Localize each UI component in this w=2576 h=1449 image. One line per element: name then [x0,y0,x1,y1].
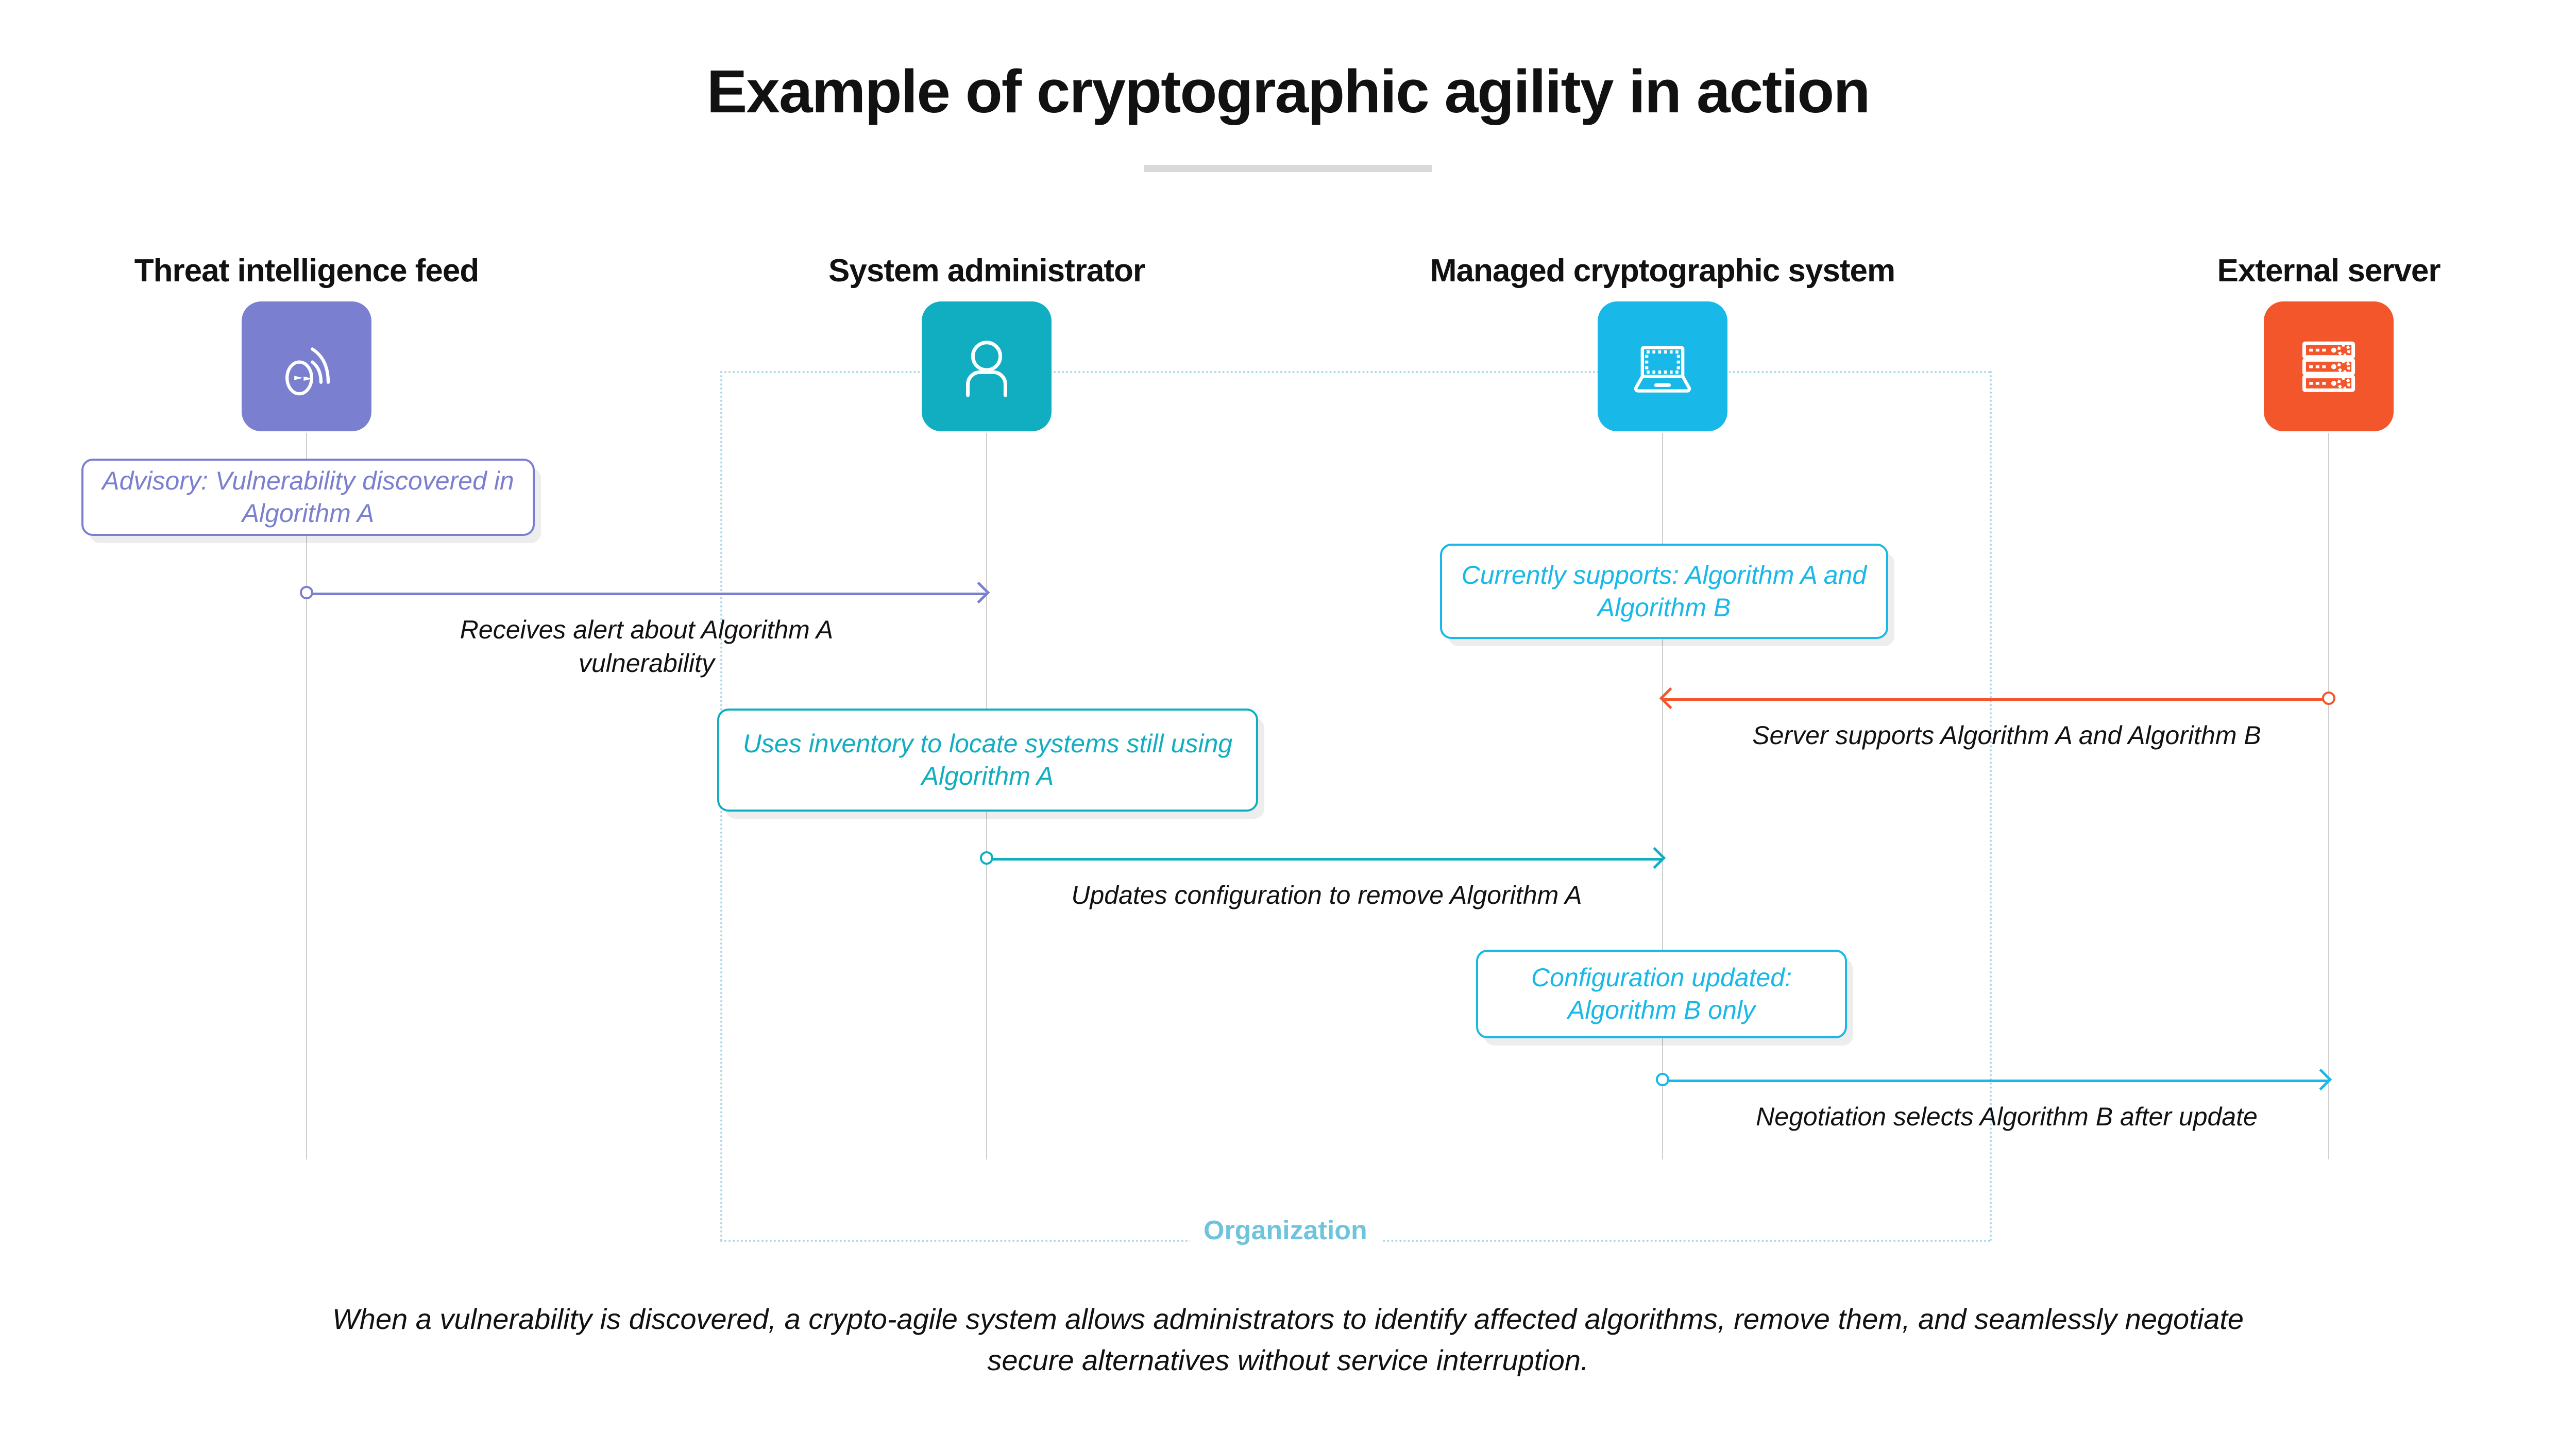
message-label-negotiation-selects: Negotiation selects Algorithm B after up… [1756,1102,2258,1131]
user-icon [922,301,1052,431]
figure-caption: When a vulnerability is discovered, a cr… [332,1303,2244,1376]
note-currently-supports: Currently supports: Algorithm A and Algo… [1440,544,1888,639]
message-label-server-supports: Server supports Algorithm A and Algorith… [1752,721,2261,750]
note-uses-inventory: Uses inventory to locate systems still u… [717,709,1258,812]
message-origin-dot [300,586,313,599]
lane-header-system-administrator: System administrator [828,253,1145,289]
organization-label: Organization [1190,1215,1381,1246]
lifeline-managed-cryptographic-system [1662,433,1663,1159]
page-title: Example of cryptographic agility in acti… [706,58,1871,126]
threat-radar-icon [242,301,371,431]
message-origin-dot [2322,692,2335,705]
note-advisory: Advisory: Vulnerability discovered in Al… [81,459,535,536]
laptop-icon [1598,301,1727,431]
note-configuration-updated: Configuration updated: Algorithm B only [1476,950,1847,1038]
message-line [307,593,987,595]
message-label-updates-configuration: Updates configuration to remove Algorith… [1071,881,1582,909]
message-origin-dot [980,851,993,865]
title-underline-rule [1144,165,1432,172]
message-line [1663,698,2329,701]
message-line [987,858,1663,861]
message-line [1663,1080,2329,1082]
lane-header-managed-cryptographic-system: Managed cryptographic system [1430,253,1895,289]
lifeline-external-server [2328,433,2329,1159]
message-label-receives-alert: Receives alert about Algorithm A vulnera… [460,615,834,678]
lane-header-threat-intelligence-feed: Threat intelligence feed [134,253,480,289]
message-origin-dot [1656,1073,1669,1086]
server-rack-icon [2264,301,2394,431]
lifeline-threat-intelligence-feed [306,433,307,1159]
lane-header-external-server: External server [2217,253,2441,289]
